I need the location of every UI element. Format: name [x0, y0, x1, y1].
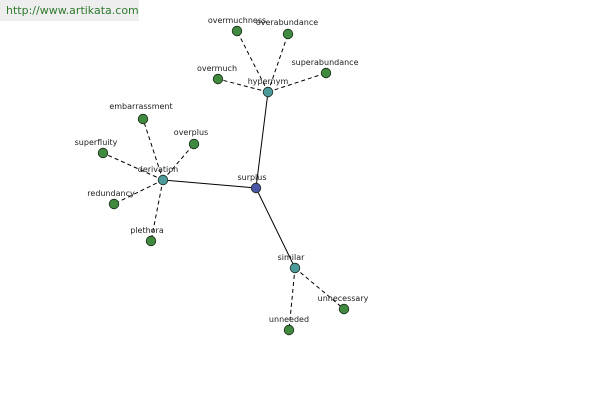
node-superabundance[interactable] [320, 67, 332, 79]
node-hypernym[interactable] [262, 86, 274, 98]
edge-similar-unneeded [288, 267, 296, 331]
edge-derivation-embarrassment [142, 118, 164, 181]
label-plethora[interactable]: plethora [130, 226, 164, 235]
node-unneeded[interactable] [283, 324, 295, 336]
edge-derivation-plethora [150, 179, 164, 242]
label-unneeded[interactable]: unneeded [269, 315, 309, 324]
label-embarrassment[interactable]: embarrassment [109, 102, 172, 111]
edge-similar-unnecessary [294, 267, 345, 310]
edge-derivation-redundancy [113, 179, 164, 205]
node-derivation[interactable] [157, 174, 169, 186]
label-superfluity[interactable]: superfluity [75, 138, 118, 147]
label-hypernym[interactable]: hypernym [248, 77, 289, 86]
edge-derivation-superfluity [102, 152, 164, 181]
edge-hypernym-overmuchness [236, 30, 269, 93]
label-overplus[interactable]: overplus [174, 128, 208, 137]
label-surplus[interactable]: surplus [237, 173, 266, 182]
label-derivation[interactable]: derivation [138, 165, 178, 174]
node-overplus[interactable] [188, 138, 200, 150]
edge-hypernym-superabundance [267, 72, 327, 93]
edge-hypernym-overmuch [217, 78, 269, 93]
node-superfluity[interactable] [97, 147, 109, 159]
label-superabundance[interactable]: superabundance [291, 58, 358, 67]
label-overmuch[interactable]: overmuch [197, 64, 237, 73]
label-similar[interactable]: similar [278, 253, 306, 262]
site-watermark-link[interactable]: http://www.artikata.com [0, 0, 139, 21]
node-surplus[interactable] [250, 182, 262, 194]
edge-surplus-similar [255, 187, 296, 269]
label-overabundance[interactable]: overabundance [256, 18, 318, 27]
node-overmuch[interactable] [212, 73, 224, 85]
node-redundancy[interactable] [108, 198, 120, 210]
node-plethora[interactable] [145, 235, 157, 247]
node-similar[interactable] [289, 262, 301, 274]
edge-derivation-overplus [162, 143, 195, 181]
label-overmuchness[interactable]: overmuchness [208, 16, 266, 25]
node-embarrassment[interactable] [137, 113, 149, 125]
edge-hypernym-overabundance [267, 33, 289, 93]
node-unnecessary[interactable] [338, 303, 350, 315]
node-overmuchness[interactable] [231, 25, 243, 37]
edge-surplus-hypernym [255, 91, 269, 189]
node-overabundance[interactable] [282, 28, 294, 40]
label-redundancy[interactable]: redundancy [87, 189, 135, 198]
label-unnecessary[interactable]: unnecessary [318, 294, 369, 303]
edge-surplus-derivation [162, 179, 257, 189]
